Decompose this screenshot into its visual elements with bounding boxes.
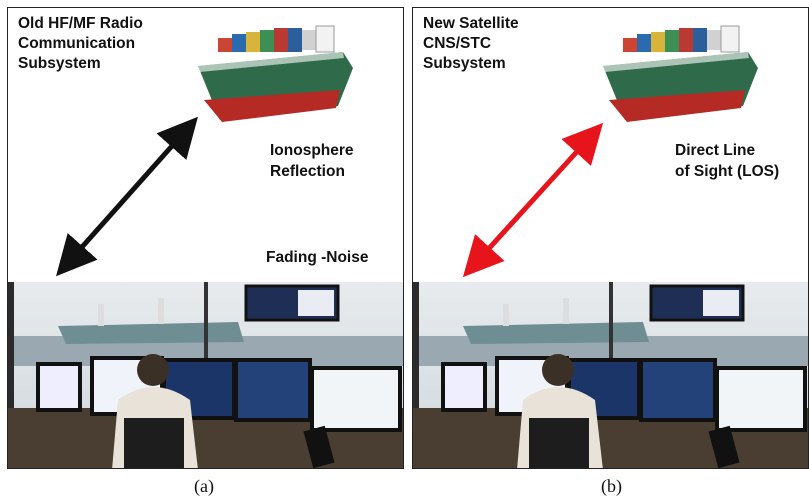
panel-a-illustration [8, 25, 403, 468]
caption-b: (b) [601, 476, 622, 496]
radio-link-arrow [56, 116, 198, 277]
panel-a-title: Old HF/MF Radio Communication Subsystem [18, 15, 143, 72]
panel-a-link-label: Ionosphere Reflection [270, 142, 354, 180]
caption-a: (a) [194, 476, 214, 496]
panel-b-link-label: Direct Line of Sight (LOS) [675, 142, 780, 180]
control-room-photo [413, 282, 808, 468]
control-room-photo [8, 282, 403, 468]
panel-b-new-satellite: New Satellite CNS/STC Subsystem Direct L… [412, 7, 809, 469]
satellite-link-arrow [462, 122, 604, 278]
container-ship-icon [603, 25, 758, 122]
panel-b-title: New Satellite CNS/STC Subsystem [423, 15, 519, 72]
container-ship-icon [198, 25, 353, 122]
panel-a-noise-label: Fading -Noise [266, 249, 369, 266]
panel-a-old-radio: Old HF/MF Radio Communication Subsystem … [7, 7, 404, 469]
panel-b-illustration [413, 25, 808, 468]
